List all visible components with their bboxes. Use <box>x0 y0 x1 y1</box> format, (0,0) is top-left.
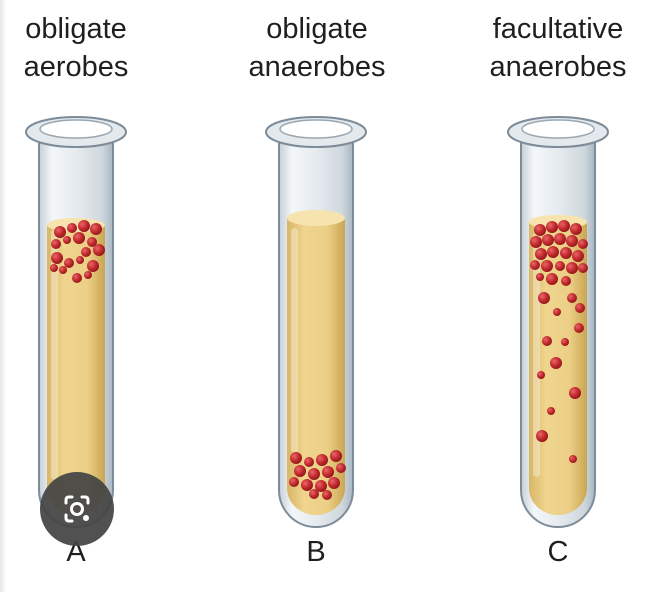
tube-b <box>265 116 367 528</box>
label-tube-a: obligate aerobes <box>0 10 176 86</box>
label-tube-c: facultative anaerobes <box>458 10 651 86</box>
tube-letter-c: C <box>547 536 569 568</box>
label-tube-c-line2: anaerobes <box>489 51 627 83</box>
bacteria-cluster-b <box>289 450 346 500</box>
bacteria-cluster-c <box>530 220 588 463</box>
label-tube-b: obligate anaerobes <box>217 10 417 86</box>
lens-search-icon <box>64 495 90 523</box>
label-tube-a-line2: aerobes <box>23 51 129 83</box>
bacteria-cluster-a <box>50 220 105 283</box>
label-tube-a-line1: obligate <box>25 13 127 45</box>
tube-a <box>25 116 127 528</box>
tube-c <box>507 116 609 528</box>
tube-letter-b: B <box>306 536 326 568</box>
label-tube-b-line2: anaerobes <box>248 51 386 83</box>
left-edge-shadow <box>0 0 7 592</box>
label-tube-b-line1: obligate <box>266 13 368 45</box>
label-tube-c-line1: facultative <box>492 13 624 45</box>
lens-search-button[interactable] <box>40 472 114 546</box>
